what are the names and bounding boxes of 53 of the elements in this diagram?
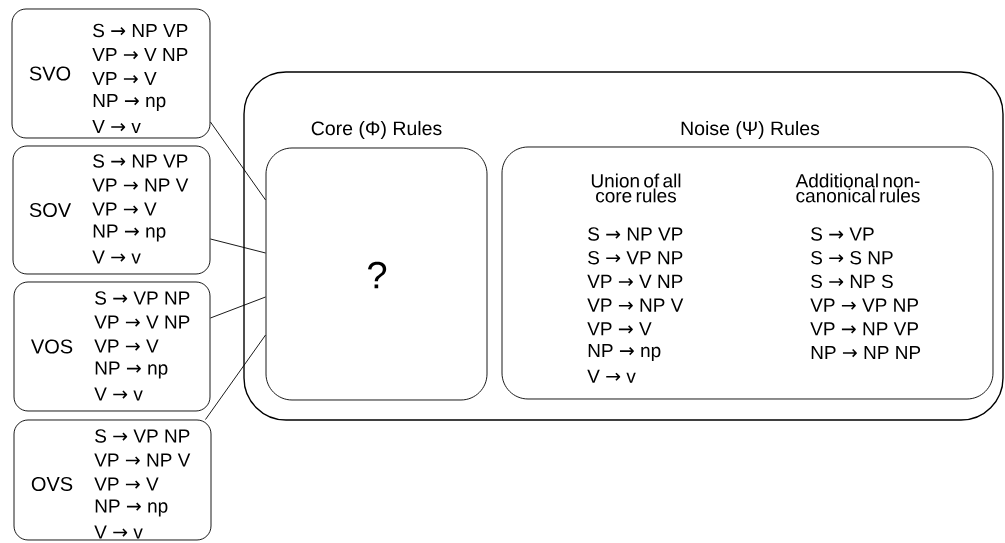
grammar-box [13,419,212,541]
rule-text: V → v [92,119,141,134]
rule-text: V → v [94,387,143,401]
grammar-label: SOV [29,202,72,218]
noise-rules-box [501,146,994,400]
rule-text: VP → V [94,339,159,353]
rule-text: VP → V NP [587,274,683,288]
outer-frame [243,71,1004,421]
grammar-box [13,281,211,412]
rule-text: NP → NP NP [811,345,921,360]
core-rules-box [265,147,488,401]
rule-text: S → S NP [811,250,893,265]
grammar-box [11,8,211,139]
rule-text: VP → V [92,202,157,216]
rule-text: V → v [92,250,141,264]
rule-text: VP → NP V [587,298,684,312]
rule-text: S → VP NP [588,250,683,265]
rule-text: S → NP VP [93,154,188,168]
rule-text: S → VP NP [95,291,190,305]
rule-text: NP → np [95,499,168,517]
grammar-box [12,145,211,275]
connector-line [210,121,266,201]
rule-text: VP → V NP [92,47,188,62]
rule-text: S → VP NP [95,429,190,443]
rule-text: NP → np [93,94,166,111]
grammar-label: OVS [31,476,73,492]
box-heading: Noise (Ψ) Rules [681,120,820,140]
connector-line [205,334,266,420]
connector-line [210,296,266,319]
rule-text: NP → np [95,361,168,379]
rule-text: V → v [587,369,636,383]
rule-text: VP → V [587,322,652,336]
rule-text: V → v [94,525,143,539]
question-mark: ? [368,261,387,289]
rule-text: VP → V [94,477,159,491]
rule-text: VP → V NP [94,315,190,329]
rule-text: S → NP S [811,274,893,289]
rule-text: VP → VP NP [810,298,918,312]
rule-text: VP → NP VP [810,322,918,336]
column-heading: Additional non-canonical rules [795,173,920,203]
rule-text: S → VP [811,227,874,241]
rule-text: NP → np [588,344,661,361]
box-heading: Core (Φ) Rules [311,120,442,140]
rule-text: S → NP VP [93,23,188,38]
grammar-label: SVO [29,66,71,81]
grammar-label: VOS [31,339,73,354]
column-heading: Union of all core rules [591,173,681,203]
rule-text: NP → np [93,224,166,242]
rule-text: S → NP VP [588,227,683,241]
rule-text: VP → V [92,71,157,86]
rule-text: VP → NP V [92,178,189,192]
connector-line [210,238,266,254]
rule-text: VP → NP V [94,453,191,467]
